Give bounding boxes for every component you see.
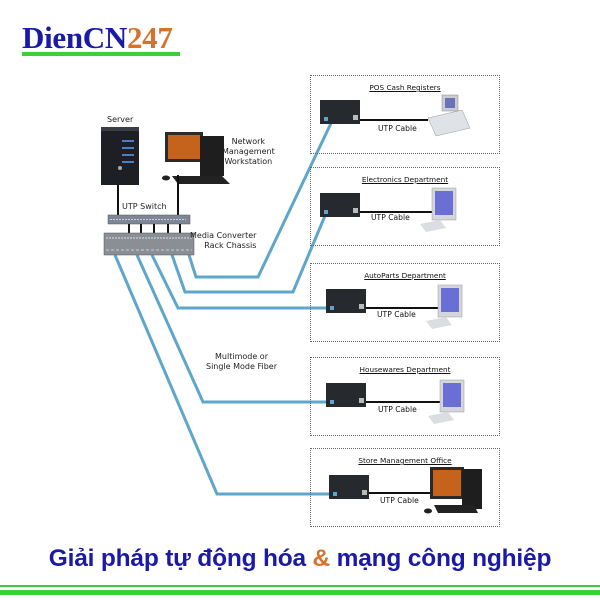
department-box: AutoParts Department — [310, 263, 500, 342]
department-title: AutoParts Department — [364, 271, 446, 280]
fiber-label-line: Multimode or — [215, 352, 268, 361]
logo-number: 247 — [126, 20, 173, 55]
chassis-label-line: Rack Chassis — [204, 241, 257, 250]
footer-divider — [0, 590, 600, 595]
workstation-icon — [162, 132, 230, 184]
utp-cable-label: UTP Cable — [378, 405, 417, 414]
desktop-pc-icon — [424, 467, 482, 514]
utp-cable-label: UTP Cable — [380, 496, 419, 505]
logo-underline — [22, 52, 180, 56]
utp-cable-label: UTP Cable — [377, 310, 416, 319]
workstation-label: Network Management Workstation — [222, 137, 275, 167]
chassis-label-line: Media Converter — [190, 231, 257, 240]
department-title: Housewares Department — [359, 365, 451, 374]
fiber-label-line: Single Mode Fiber — [206, 362, 278, 371]
pos-terminal-icon — [427, 94, 471, 137]
monitor-icon — [426, 284, 463, 329]
footer-divider — [0, 585, 600, 587]
workstation-label-line: Workstation — [224, 157, 273, 166]
chassis-label: Media Converter Rack Chassis — [190, 231, 256, 251]
utp-cable-label: UTP Cable — [371, 213, 410, 222]
workstation-label-line: Network — [231, 137, 266, 146]
department-title: Store Management Office — [358, 456, 452, 465]
department-title: Electronics Department — [361, 175, 449, 184]
logo-text: DienCN — [22, 20, 127, 55]
monitor-icon — [428, 379, 465, 424]
slogan-ampersand: & — [312, 545, 331, 572]
workstation-label-line: Management — [222, 147, 275, 156]
slogan-part: mạng công nghiệp — [330, 545, 552, 572]
slogan-part: Giải pháp tự động hóa — [48, 545, 313, 572]
utp-switch-icon — [107, 214, 191, 225]
department-box: Store Management Office — [310, 448, 500, 527]
department-box: Housewares Department — [310, 357, 500, 436]
switch-label: UTP Switch — [122, 202, 167, 211]
fiber-label: Multimode or Single Mode Fiber — [206, 352, 277, 372]
monitor-icon — [420, 187, 457, 232]
utp-cable-label: UTP Cable — [378, 124, 417, 133]
rack-chassis-icon — [103, 232, 195, 256]
footer-slogan: Giải pháp tự động hóa & mạng công nghiệp — [0, 545, 600, 573]
server-label: Server — [107, 115, 134, 124]
department-title: POS Cash Registers — [369, 83, 441, 92]
department-box: Electronics Department — [310, 167, 500, 246]
brand-logo: DienCN247 — [22, 22, 173, 54]
fiber-cables — [113, 118, 335, 496]
media-converters — [320, 100, 369, 499]
server-icon — [101, 127, 139, 185]
department-box: POS Cash Registers — [310, 75, 500, 154]
